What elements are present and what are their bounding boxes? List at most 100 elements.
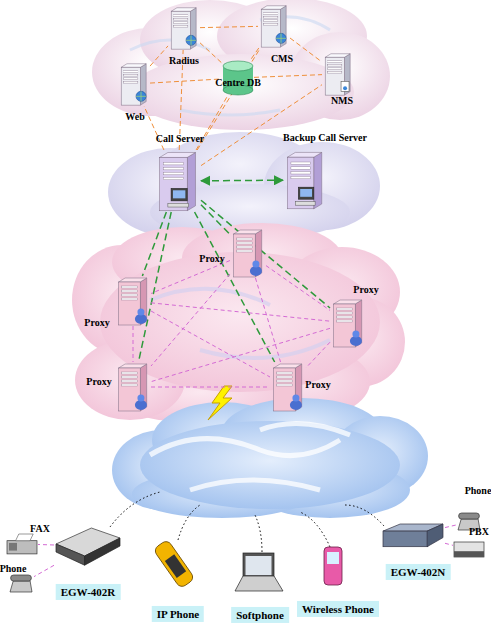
- drive-bay: [174, 22, 188, 24]
- network-cloud: [112, 398, 428, 518]
- drive-bay: [121, 372, 137, 374]
- connector-line: [150, 46, 168, 66]
- node-label: Web: [125, 111, 144, 122]
- server-top: [274, 364, 302, 368]
- drive-bay: [276, 380, 292, 382]
- connector-line: [133, 326, 134, 362]
- drive-bay: [174, 15, 188, 17]
- node-label: PBX: [469, 526, 489, 537]
- laptop-base: [235, 576, 283, 591]
- drive-bay: [276, 384, 292, 386]
- fax-handset: [9, 543, 17, 551]
- node-icon: [230, 228, 266, 278]
- network-node: CMS: [258, 4, 290, 48]
- server-top: [119, 278, 147, 282]
- node-label: NMS: [331, 95, 353, 106]
- node-icon: [6, 533, 38, 555]
- cloud-swirl: [150, 289, 330, 358]
- node-icon: [8, 574, 34, 594]
- lightning-symbol: [208, 386, 232, 420]
- server-body: [287, 157, 313, 209]
- access-line: [300, 512, 330, 547]
- access-line: [178, 505, 200, 540]
- mobile-screen: [327, 552, 339, 564]
- network-node: Centre DB: [222, 60, 254, 96]
- network-node: FAX: [6, 533, 38, 555]
- globe-badge: [276, 33, 286, 43]
- drive-bay: [291, 172, 310, 174]
- node-label: Centre DB: [215, 77, 261, 88]
- node-icon: [453, 541, 485, 558]
- mobile-body: [324, 547, 342, 585]
- drive-bay: [163, 162, 183, 164]
- network-node: Softphone: [234, 552, 284, 592]
- person-badge: [252, 261, 259, 268]
- node-label: CMS: [271, 53, 293, 64]
- drive-bay: [174, 18, 188, 20]
- connector-line: [266, 266, 330, 311]
- connector-line: [151, 261, 230, 294]
- keyboard-symbol: [168, 203, 189, 207]
- phone-handset: [11, 575, 32, 581]
- drive-bay: [124, 78, 138, 80]
- network-node: Backup Call Server: [283, 150, 327, 210]
- server-side: [187, 152, 195, 210]
- node-label: Wireless Phone: [297, 601, 379, 617]
- database-top: [223, 61, 253, 71]
- drive-bay: [264, 16, 278, 18]
- network-node: EGW-402N: [381, 522, 445, 548]
- server-top: [160, 152, 196, 157]
- node-icon: [270, 362, 306, 412]
- connector-line: [34, 565, 54, 576]
- drive-bay: [328, 64, 342, 66]
- drive-bay: [328, 61, 342, 63]
- drive-bay: [336, 312, 352, 314]
- server-side: [314, 152, 322, 208]
- node-label: IP Phone: [152, 606, 204, 622]
- node-label: Proxy: [305, 379, 330, 390]
- drive-bay: [236, 238, 252, 240]
- access-line: [345, 505, 384, 526]
- connector-line: [38, 544, 54, 545]
- drive-bay: [236, 242, 252, 244]
- node-icon: [168, 6, 200, 50]
- node-icon: [155, 150, 201, 212]
- node-label: Softphone: [231, 607, 289, 623]
- network-node: Proxy: [115, 276, 151, 326]
- node-label: Proxy: [353, 284, 378, 295]
- drive-bay: [124, 81, 138, 83]
- connector-line: [195, 212, 275, 362]
- node-label: Phone: [465, 485, 491, 496]
- cloud-swirl: [130, 17, 330, 115]
- doc-badge: [343, 86, 347, 90]
- network-node: Proxy: [270, 362, 306, 412]
- node-label: Phone: [0, 563, 26, 574]
- laptop-display: [246, 556, 272, 575]
- drive-bay: [236, 246, 252, 248]
- cloud-puff: [140, 421, 400, 509]
- pbx-front: [454, 551, 484, 557]
- drive-bay: [121, 290, 137, 292]
- drive-bay: [264, 23, 278, 25]
- call-server-cloud: [108, 132, 380, 240]
- drive-bay: [328, 71, 342, 73]
- drive-bay: [121, 380, 137, 382]
- drive-bay: [174, 25, 188, 27]
- phone-body: [153, 539, 195, 588]
- connector-line: [201, 205, 230, 235]
- network-node: Proxy: [230, 228, 266, 278]
- network-node: Proxy: [330, 298, 366, 348]
- connector-line: [150, 79, 222, 83]
- drive-bay: [163, 172, 183, 174]
- access-line: [110, 492, 160, 527]
- connector-line: [306, 342, 330, 368]
- node-label: Proxy: [199, 253, 224, 264]
- drive-bay: [291, 176, 310, 178]
- network-node: NMS: [322, 52, 354, 96]
- gateway-front: [383, 531, 428, 547]
- node-icon: [381, 522, 445, 548]
- server-top: [325, 54, 350, 58]
- connector-line: [200, 43, 222, 63]
